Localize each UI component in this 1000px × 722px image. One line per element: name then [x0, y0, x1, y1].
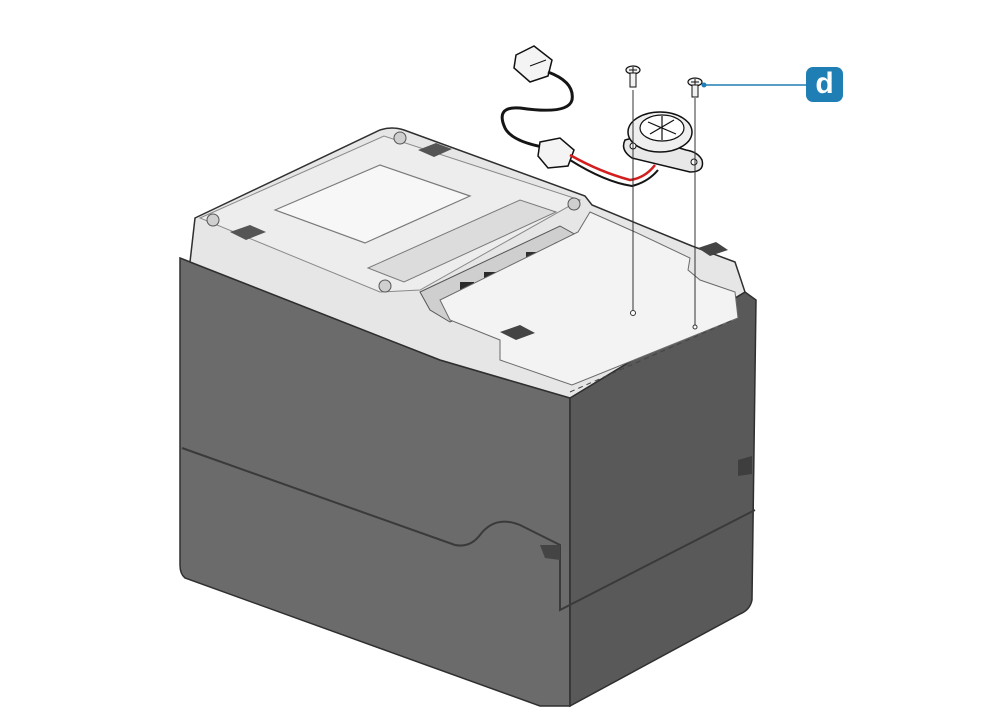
modular-connector-cable — [500, 45, 659, 188]
mounting-screw — [625, 65, 641, 88]
rubber-foot — [500, 325, 535, 340]
screw-boss — [393, 131, 407, 145]
black-lead — [569, 159, 659, 188]
flange-hole — [690, 158, 698, 166]
cover-seam — [181, 447, 756, 612]
screw-boss — [567, 197, 581, 211]
inline-connector — [537, 137, 575, 169]
rj-plug — [513, 45, 553, 83]
callout-leader-dot — [701, 82, 707, 88]
rubber-foot — [698, 242, 728, 256]
bay-outline-dashed — [569, 319, 734, 393]
side-tab — [738, 456, 752, 476]
black-cable — [500, 70, 574, 150]
label-window — [273, 164, 472, 244]
screw-hole — [692, 324, 698, 330]
screw-hole — [630, 310, 636, 316]
screw-boss — [206, 213, 220, 227]
buzzer-module — [622, 111, 704, 173]
rubber-foot — [230, 225, 266, 240]
red-lead — [569, 153, 656, 182]
printer-body — [179, 127, 757, 708]
callout-badge-d: d — [806, 67, 843, 102]
cover-notch — [540, 545, 560, 560]
buzzer-bay — [439, 211, 739, 386]
mounting-screw — [687, 77, 703, 98]
rubber-foot — [418, 143, 452, 157]
interface-label-strip — [366, 199, 558, 283]
body-right-face — [569, 291, 757, 708]
screw-boss — [378, 279, 392, 293]
